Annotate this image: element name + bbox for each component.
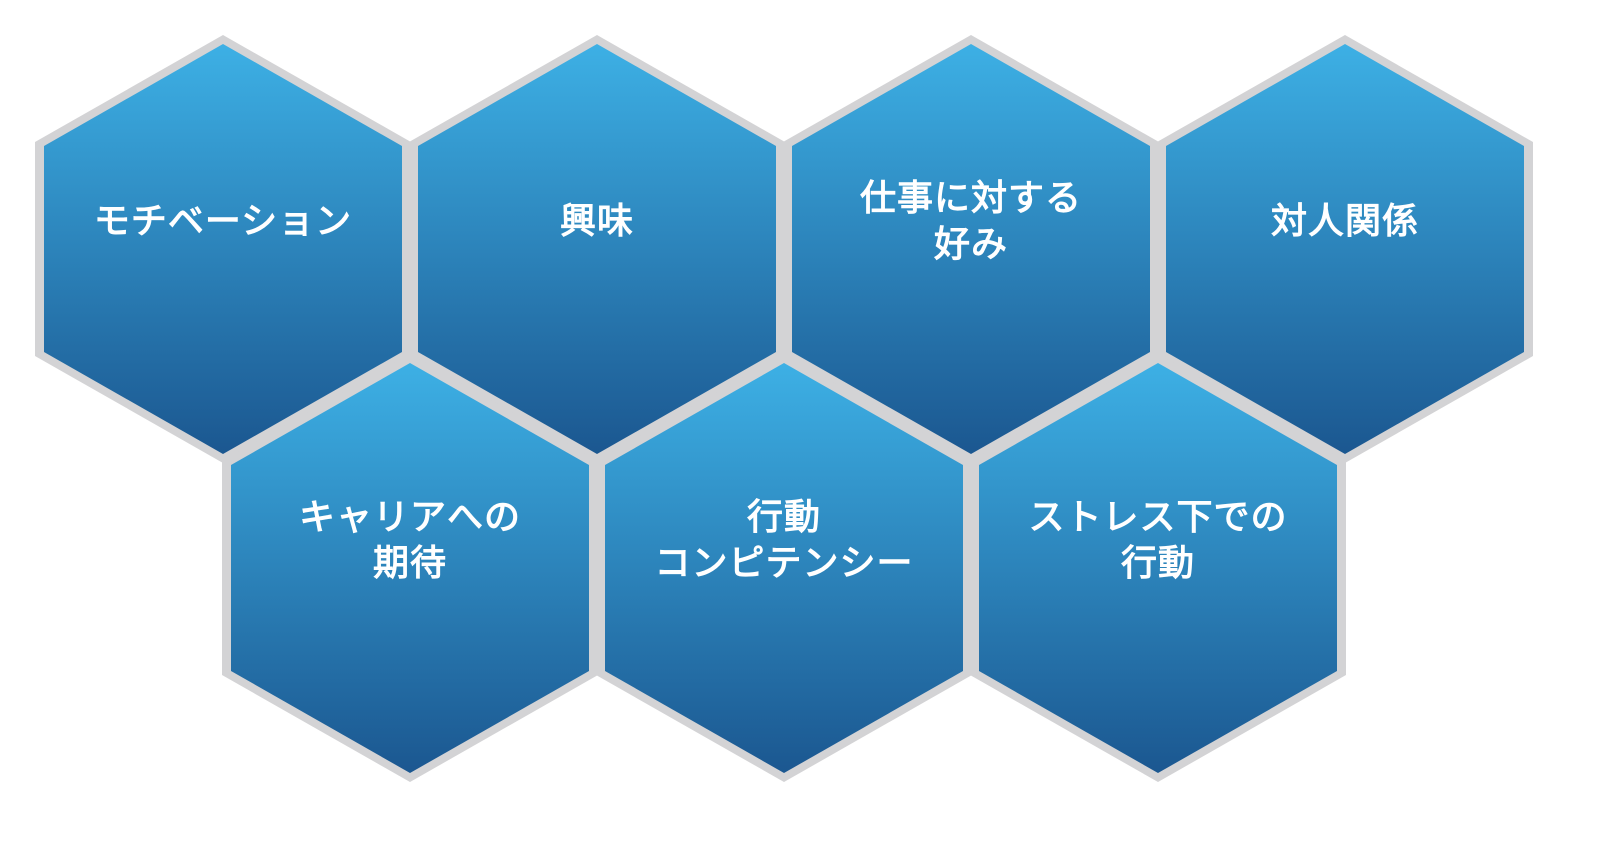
hexagon-interpersonal: 対人関係 [1157, 35, 1533, 463]
hexagon-label: 興味 [559, 201, 634, 242]
hexagon-interest: 興味 [409, 35, 785, 463]
hexagon-work-preference: 仕事に対する 好み [783, 35, 1159, 463]
hexagon-behavioral-competency: 行動 コンピテンシー [596, 354, 972, 782]
hexagon-label: モチベーション [93, 201, 353, 242]
hexagon-motivation: モチベーション [35, 35, 411, 463]
hexagon-shape [783, 35, 1159, 463]
hexagon-stress-behavior: ストレス下での 行動 [970, 354, 1346, 782]
hexagon-shape [970, 354, 1346, 782]
hexagon-career-expectation: キャリアへの 期待 [222, 354, 598, 782]
hexagon-label: 仕事に対する 好み [859, 178, 1082, 265]
hexagon-shape [35, 35, 411, 463]
hexagon-shape [1157, 35, 1533, 463]
hexagon-shape [222, 354, 598, 782]
hexagon-label: キャリアへの 期待 [298, 497, 521, 584]
hexagon-label: 対人関係 [1270, 201, 1419, 242]
hexagon-shape [596, 354, 972, 782]
hexagon-label: 行動 コンピテンシー [654, 497, 914, 584]
hexagon-shape [409, 35, 785, 463]
hexagon-label: ストレス下での 行動 [1028, 497, 1288, 584]
